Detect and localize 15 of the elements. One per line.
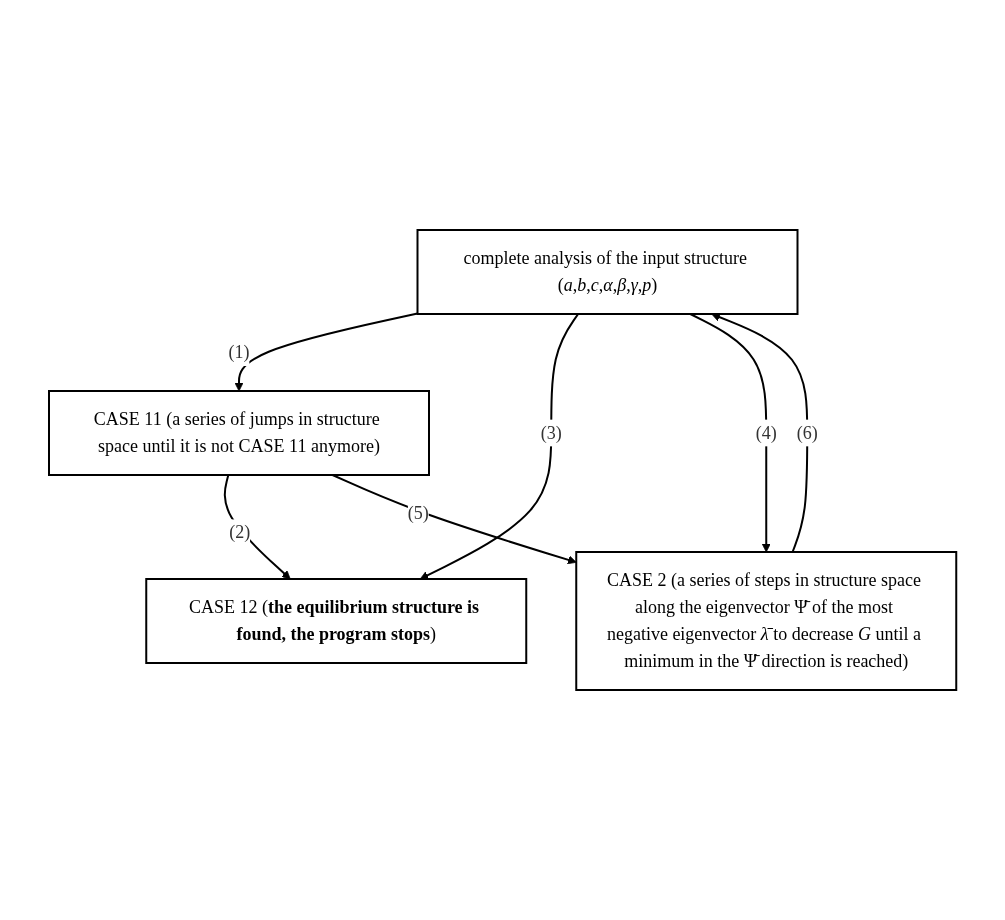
edge-label: (5)	[407, 503, 429, 523]
edge-label: (1)	[228, 342, 250, 362]
node-box: CASE 2 (a series of steps in structure space along the eigenvector Ψ̄ of the most negative eigenvector λ̄ to decrease G until a minimum in the Ψ̄ direction is reached)	[575, 551, 958, 691]
node-box: CASE 12 (the equilibrium structure is found, the program stops)	[145, 578, 528, 664]
edge-label: (2)	[229, 522, 251, 543]
edge-label: (3)	[540, 422, 562, 443]
edge-label: (4)	[755, 422, 777, 443]
node-box: complete analysis of the input structure (a,b,c,α,β,γ,p)	[416, 229, 799, 315]
arrow	[331, 474, 577, 565]
arrow	[419, 313, 580, 580]
edge-label: (6)	[796, 422, 818, 443]
arrow	[234, 312, 419, 392]
arrow	[689, 313, 771, 553]
arrow	[223, 474, 291, 580]
node-box: CASE 11 (a series of jumps in structure space until it is not CASE 11 anymore)	[47, 390, 430, 476]
